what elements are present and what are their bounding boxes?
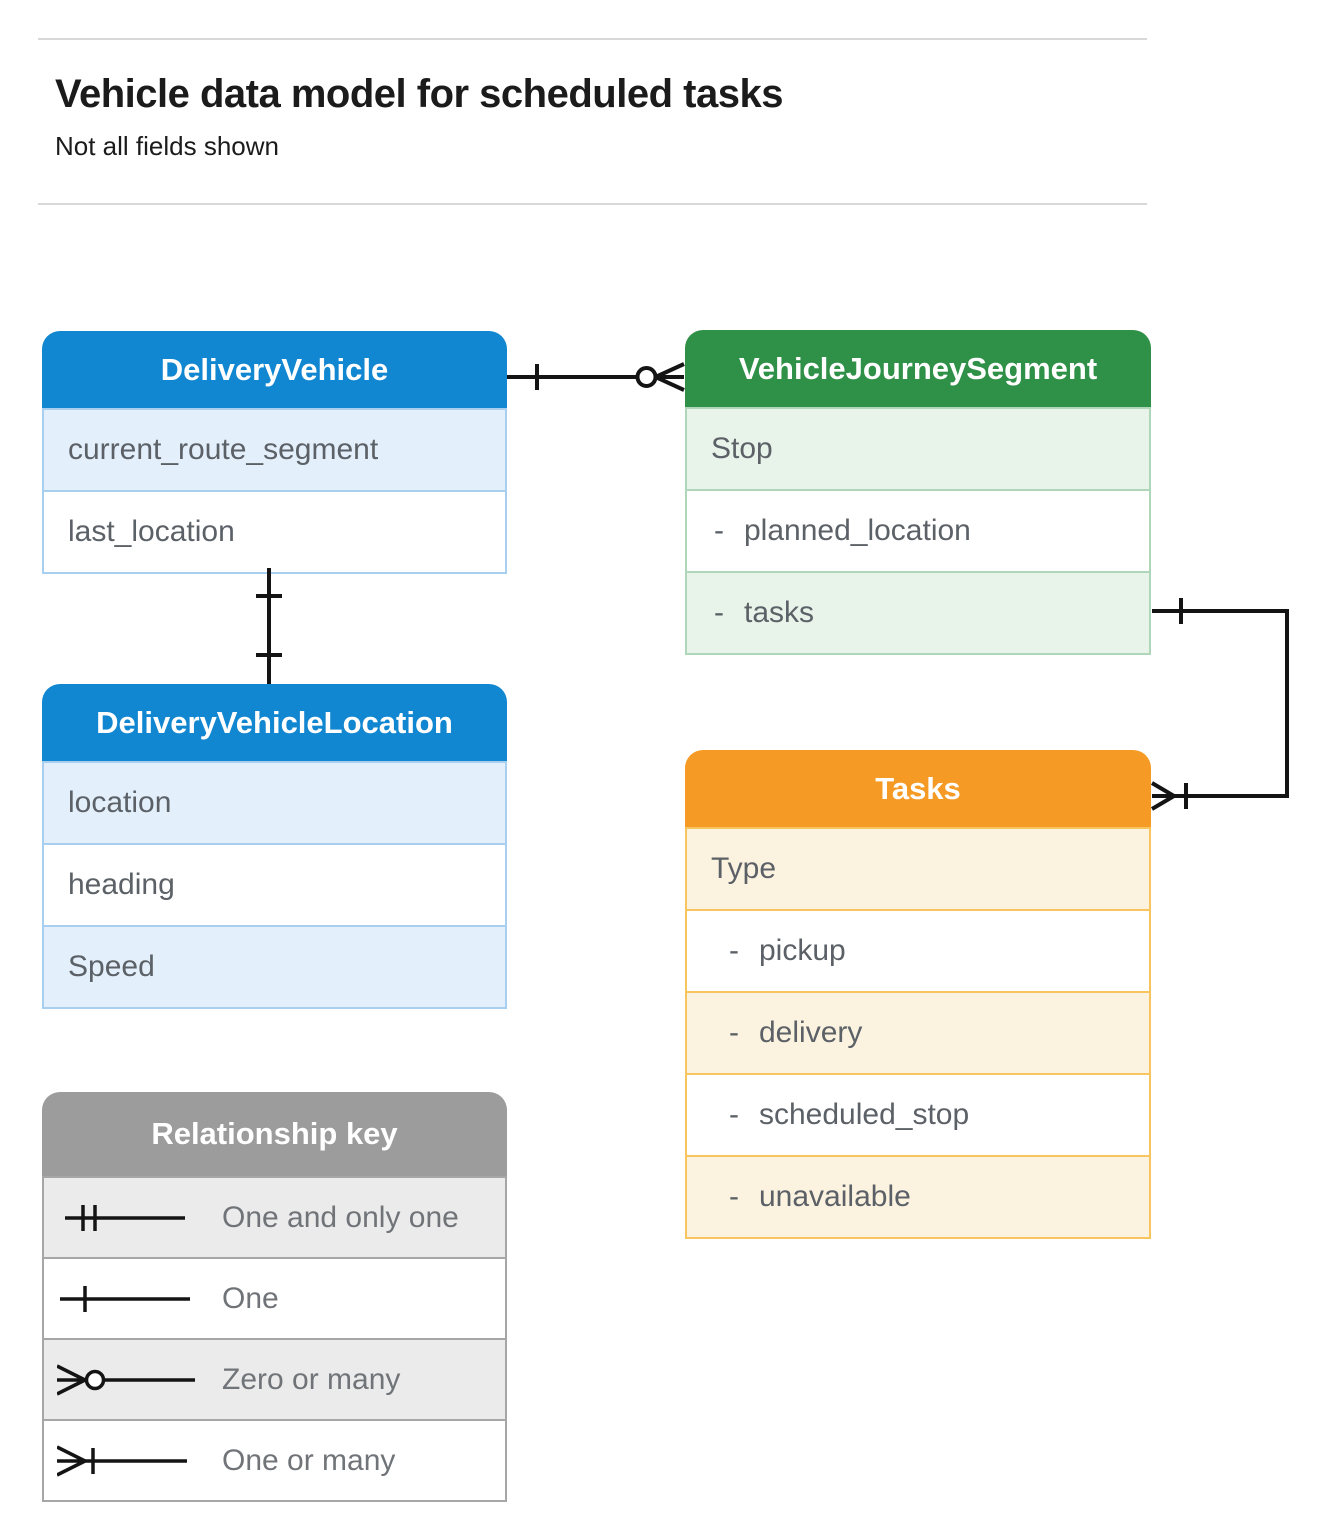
field-row: Type <box>687 829 1149 909</box>
entity-header: DeliveryVehicleLocation <box>42 684 507 761</box>
entity-body: Stop - planned_location - tasks <box>685 407 1151 655</box>
field-row: - pickup <box>687 909 1149 991</box>
zero-or-many-icon <box>57 1363 195 1396</box>
zero-circle <box>84 1369 106 1390</box>
field-label: last_location <box>68 515 235 548</box>
connector-vehiclejourneysegment-tasks <box>1150 598 1289 811</box>
field-label: pickup <box>759 934 846 967</box>
field-label: current_route_segment <box>68 433 379 466</box>
field-row: last_location <box>44 490 505 572</box>
field-row: - tasks <box>687 571 1149 653</box>
field-bullet: - <box>714 596 724 629</box>
legend-header: Relationship key <box>42 1092 507 1176</box>
entity-header: DeliveryVehicle <box>42 331 507 408</box>
field-label: scheduled_stop <box>759 1098 970 1131</box>
entity-delivery-vehicle-location: DeliveryVehicleLocation location heading… <box>42 684 507 1009</box>
field-label: location <box>68 786 172 819</box>
field-row: Stop <box>687 409 1149 489</box>
top-divider <box>38 38 1147 40</box>
entity-body: current_route_segment last_location <box>42 408 507 574</box>
field-bullet: - <box>714 514 724 547</box>
crow-foot <box>1150 781 1176 811</box>
field-row: current_route_segment <box>44 410 505 490</box>
one-or-many-icon <box>57 1444 187 1477</box>
legend-label: Zero or many <box>222 1362 401 1396</box>
crow-foot <box>57 1363 86 1396</box>
field-row: - scheduled_stop <box>687 1073 1149 1155</box>
field-bullet: - <box>729 1180 739 1213</box>
field-label: Speed <box>68 950 155 983</box>
field-label: Type <box>711 852 777 885</box>
entity-vehicle-journey-segment: VehicleJourneySegment Stop - planned_loc… <box>685 330 1151 655</box>
field-bullet: - <box>729 1098 739 1131</box>
legend-label: One <box>222 1281 279 1315</box>
legend-row: One or many <box>44 1419 505 1500</box>
legend-label: One and only one <box>222 1200 459 1234</box>
field-bullet: - <box>729 1016 739 1049</box>
connector-deliveryvehicle-deliveryvehiclelocation <box>256 568 282 684</box>
field-label: planned_location <box>744 514 971 547</box>
entity-delivery-vehicle: DeliveryVehicle current_route_segment la… <box>42 331 507 574</box>
relationship-key: Relationship key One and only one One <box>42 1092 507 1502</box>
entity-body: location heading Speed <box>42 761 507 1009</box>
field-row: - delivery <box>687 991 1149 1073</box>
field-label: unavailable <box>759 1180 911 1213</box>
connector-deliveryvehicle-vehiclejourneysegment <box>507 362 685 392</box>
crow-foot <box>57 1444 86 1477</box>
legend-label: One or many <box>222 1443 396 1477</box>
title-divider <box>38 203 1147 205</box>
entity-tasks: Tasks Type - pickup - delivery - schedul… <box>685 750 1151 1239</box>
page-title: Vehicle data model for scheduled tasks <box>55 72 783 116</box>
field-row: - unavailable <box>687 1155 1149 1237</box>
field-bullet: - <box>729 934 739 967</box>
field-row: heading <box>44 843 505 925</box>
crow-foot <box>654 362 685 392</box>
field-row: Speed <box>44 925 505 1007</box>
legend-body: One and only one One Zero or many <box>42 1176 507 1502</box>
entity-header: Tasks <box>685 750 1151 827</box>
field-row: - planned_location <box>687 489 1149 571</box>
field-label: Stop <box>711 432 773 465</box>
legend-row: One and only one <box>44 1178 505 1257</box>
legend-row: One <box>44 1257 505 1338</box>
field-label: tasks <box>744 596 815 629</box>
zero-circle <box>635 366 658 388</box>
one-icon <box>60 1285 190 1312</box>
legend-row: Zero or many <box>44 1338 505 1419</box>
one-and-only-one-icon <box>65 1204 185 1231</box>
entity-body: Type - pickup - delivery - scheduled_sto… <box>685 827 1151 1239</box>
entity-header: VehicleJourneySegment <box>685 330 1151 407</box>
field-label: heading <box>68 868 175 901</box>
line <box>1152 609 1289 798</box>
field-label: delivery <box>759 1016 863 1049</box>
field-row: location <box>44 763 505 843</box>
page-subtitle: Not all fields shown <box>55 131 279 161</box>
